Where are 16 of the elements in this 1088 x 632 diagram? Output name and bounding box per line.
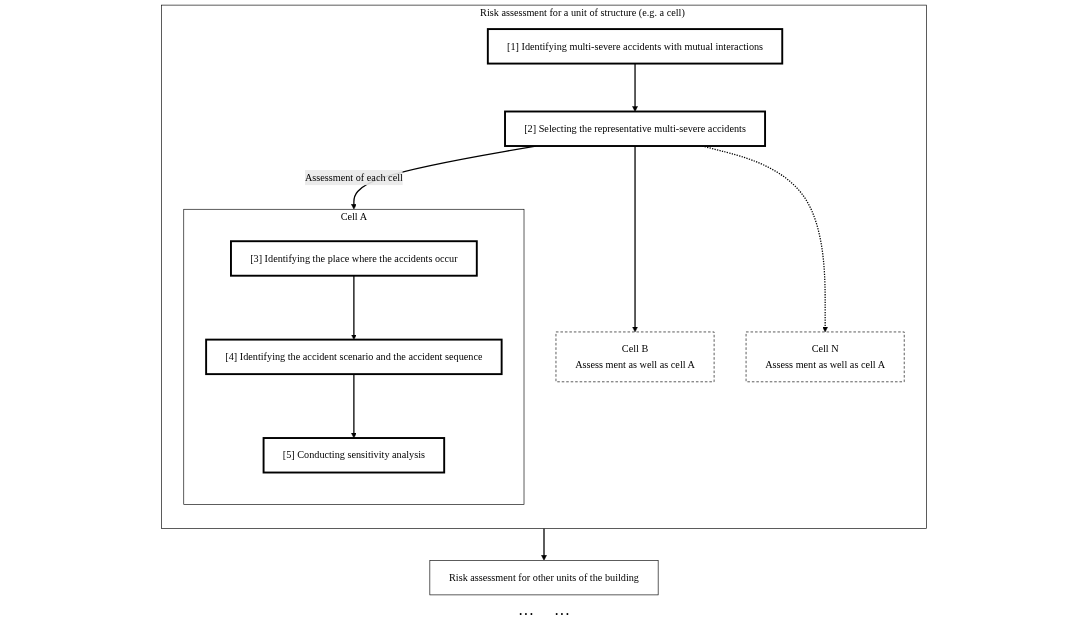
node-box: Cell B Assess ment as well as cell A <box>555 331 715 383</box>
edge-label: Assessment of each cell <box>304 171 403 183</box>
ellipsis-mark: ··· <box>518 606 534 625</box>
node-box: [2] Selecting the representative multi-severe accidents <box>504 110 766 147</box>
arrow <box>632 62 638 112</box>
arrow <box>351 275 357 340</box>
node-box: [5] Conducting sensitivity analysis <box>262 437 446 474</box>
ellipsis-mark: ··· <box>554 606 570 625</box>
node-box: [3] Identifying the place where the accidents occur <box>230 240 478 277</box>
arrow <box>632 145 638 333</box>
node-box: Cell N Assess ment as well as cell A <box>745 331 905 383</box>
node-box: [4] Identifying the accident scenario and the accident sequence <box>205 338 503 376</box>
arrow <box>351 373 357 439</box>
node-box: [1] Identifying multi-severe accidents with mutual interactions <box>486 28 784 65</box>
arrow <box>541 527 547 561</box>
node-box: Risk assessment for other units of the building <box>429 560 659 596</box>
